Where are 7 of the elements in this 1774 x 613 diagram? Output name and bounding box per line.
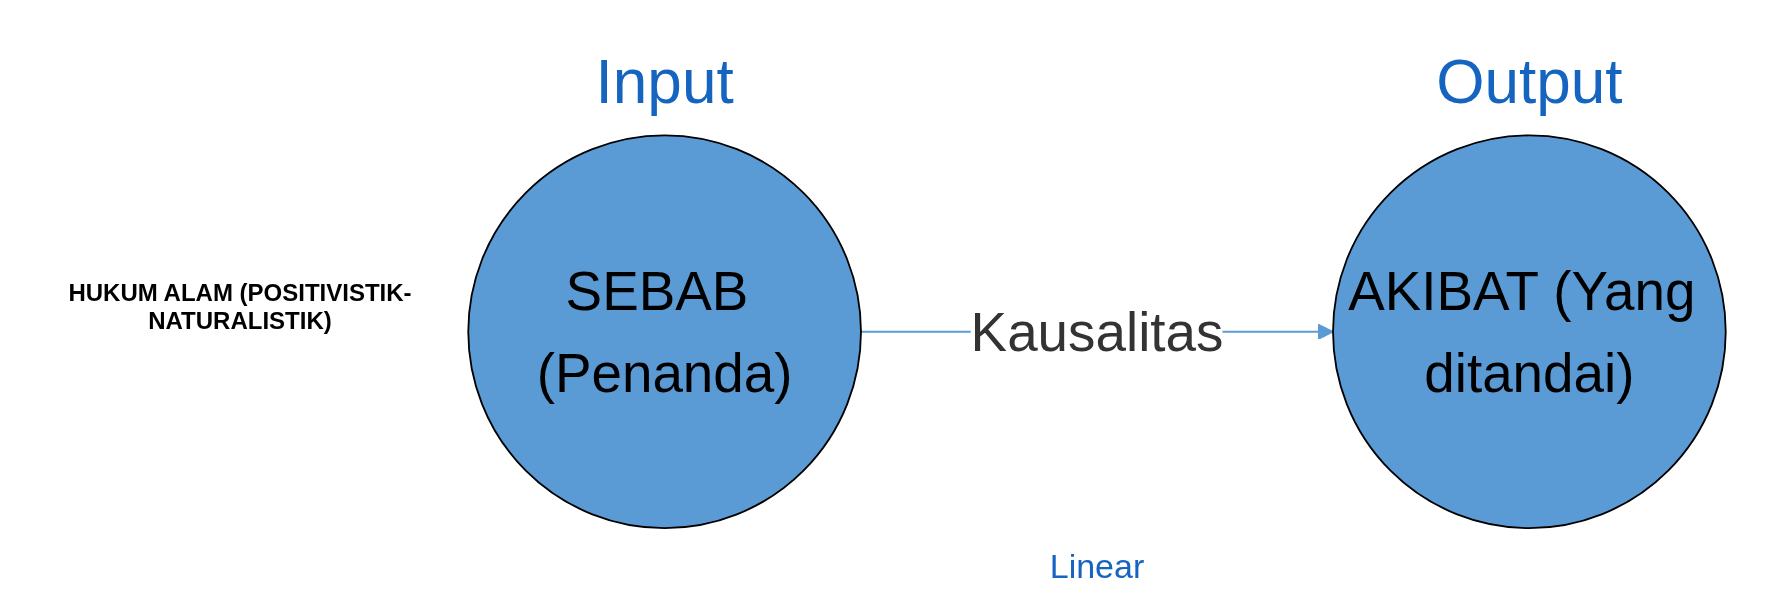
heading-text: HUKUM ALAM (POSITIVISTIK-NATURALISTIK) [67,278,413,335]
node-caption: Output [1436,46,1623,116]
node-circle: AKIBAT (Yang ditandai) [1332,134,1727,530]
node-circle: SEBAB (Penanda) [467,134,862,530]
node-caption: Input [595,46,734,116]
edge-label: Kausalitas [970,301,1224,362]
arrow-caption: Linear [1049,547,1145,586]
